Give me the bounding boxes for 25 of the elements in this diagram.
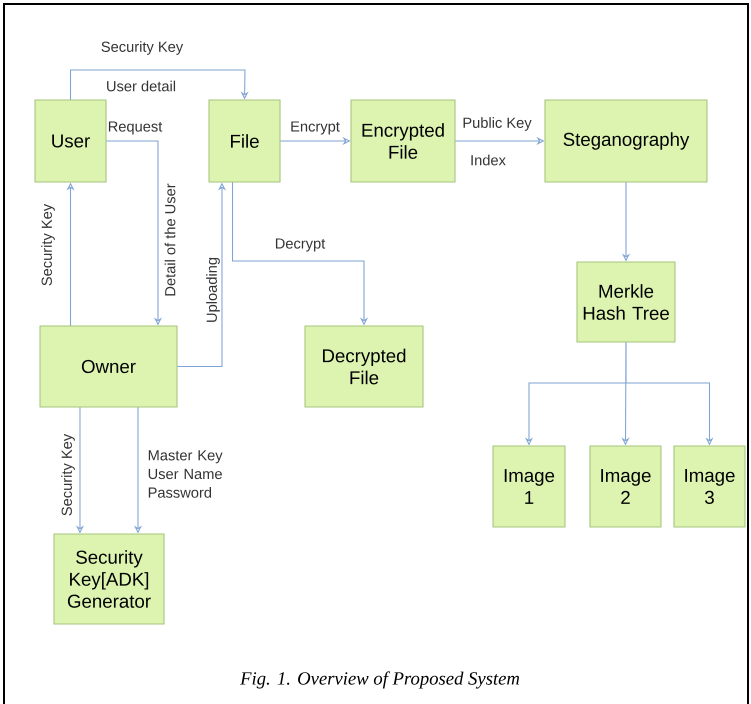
line-label: Detail of the User: [164, 184, 176, 296]
edge-label: Security Key: [61, 434, 75, 516]
process-box: Steganography: [544, 99, 708, 183]
process-box: Decrypted File: [304, 325, 424, 408]
edge-label: Master Key User Name Password: [148, 450, 223, 498]
edge-label: Encrypt: [291, 121, 340, 135]
process-box: Encrypted File: [350, 99, 456, 183]
line-label: Index: [471, 154, 506, 166]
line-label: User detail: [107, 80, 176, 92]
arrow: [70, 69, 249, 100]
edge-label: Request: [108, 121, 162, 135]
process-box: Merkle Hash Tree: [576, 261, 676, 343]
process-box: Image 1: [492, 445, 566, 528]
edge-label: Security Key: [41, 204, 55, 286]
process-box: User: [34, 99, 107, 183]
process-box: Image 2: [589, 445, 662, 528]
process-box: Owner: [39, 325, 178, 408]
edge-label: Decrypt: [276, 238, 326, 252]
process-box: File: [208, 99, 281, 183]
edge-label: Public Key: [464, 117, 532, 131]
edge-label: Uploading: [206, 258, 220, 322]
process-box: Security Key[ADK] Generator: [53, 533, 165, 625]
caption: Fig. 1. Overview of Proposed System: [240, 671, 520, 689]
process-box: Image 3: [673, 445, 746, 528]
edge-label: Security Key: [102, 41, 184, 55]
